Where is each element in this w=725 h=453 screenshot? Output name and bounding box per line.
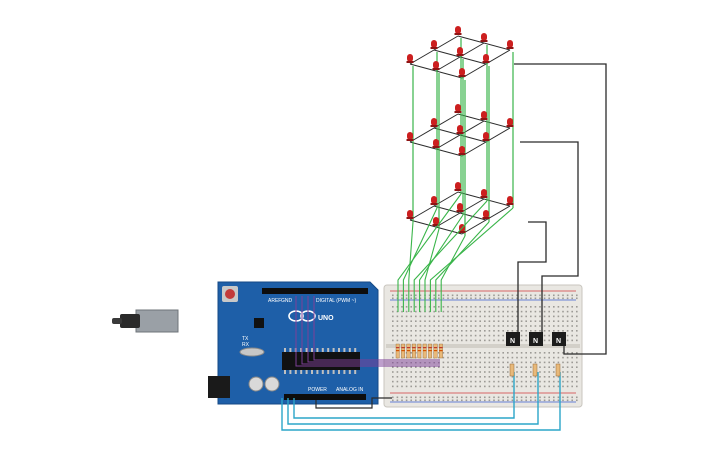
power-jack <box>208 376 230 398</box>
led <box>506 118 514 127</box>
led <box>482 210 490 219</box>
led <box>432 217 440 226</box>
led <box>406 54 414 63</box>
usb-connector <box>135 309 179 333</box>
svg-text:N: N <box>556 338 561 345</box>
svg-text:N: N <box>510 338 515 345</box>
led <box>458 146 466 155</box>
led <box>458 68 466 77</box>
led <box>432 139 440 148</box>
usb-cable-plug <box>120 314 140 328</box>
led <box>432 61 440 70</box>
digital-label: DIGITAL (PWM ~) <box>316 298 356 304</box>
power-label: POWER <box>308 387 327 393</box>
led <box>506 40 514 49</box>
led <box>456 203 464 212</box>
transistor-2: N <box>529 332 543 377</box>
atmega-chip <box>282 352 360 370</box>
led <box>430 40 438 49</box>
led <box>430 118 438 127</box>
resistor-bank <box>395 343 443 359</box>
led <box>406 210 414 219</box>
led <box>454 182 462 191</box>
led-cube <box>406 26 514 236</box>
transistors: N N N <box>506 332 566 377</box>
transistor-1: N <box>506 332 520 377</box>
analog-label: ANALOG IN <box>336 387 364 393</box>
rx-label: RX <box>242 342 250 348</box>
column-wires <box>397 193 514 312</box>
led <box>454 104 462 113</box>
led <box>480 189 488 198</box>
crystal <box>239 347 265 357</box>
svg-text:N: N <box>533 338 538 345</box>
tx-label: TX <box>242 336 249 342</box>
digital-header <box>262 288 368 294</box>
led <box>480 111 488 120</box>
board-brand: UNO <box>318 315 334 322</box>
led <box>406 132 414 141</box>
led <box>454 26 462 35</box>
analog-power-header <box>284 394 366 400</box>
aref-label: AREF <box>268 298 281 304</box>
transistor-3: N <box>552 332 566 377</box>
led <box>456 125 464 134</box>
led <box>506 196 514 205</box>
gnd-label: GND <box>281 298 293 304</box>
led <box>482 54 490 63</box>
led <box>482 132 490 141</box>
wires <box>281 63 607 431</box>
led <box>480 33 488 42</box>
led <box>430 196 438 205</box>
reset-button[interactable] <box>225 289 235 299</box>
arduino-uno-board: UNO DIGITAL (PWM ~) POWER ANALOG IN AREF… <box>112 281 379 405</box>
led <box>456 47 464 56</box>
